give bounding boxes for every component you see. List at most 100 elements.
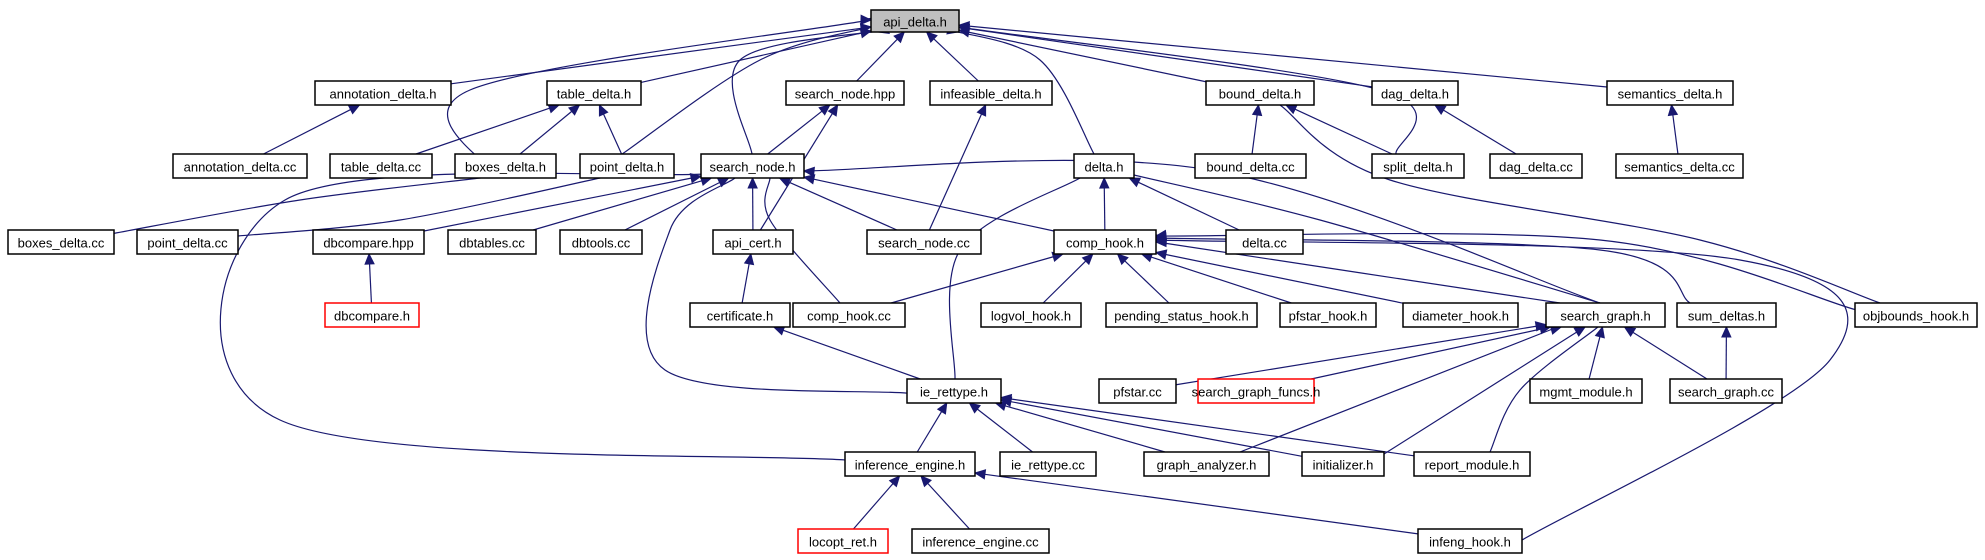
node-graph-analyzer-h[interactable]: graph_analyzer.h [1143, 451, 1270, 477]
node-search-graph-cc[interactable]: search_graph.cc [1669, 378, 1783, 404]
node-box [329, 153, 433, 179]
node-infeng-hook-h[interactable]: infeng_hook.h [1417, 528, 1523, 554]
node-annotation-delta-h[interactable]: annotation_delta.h [314, 80, 452, 106]
node-annotation-delta-cc[interactable]: annotation_delta.cc [172, 153, 308, 179]
node-api-delta-h[interactable]: api_delta.h [870, 9, 960, 33]
node-delta-h[interactable]: delta.h [1073, 153, 1135, 179]
node-box [980, 302, 1082, 328]
node-box [911, 528, 1050, 554]
node-dag-delta-cc[interactable]: dag_delta.cc [1489, 153, 1583, 179]
node-semantics-delta-h[interactable]: semantics_delta.h [1606, 80, 1734, 106]
node-table-delta-cc[interactable]: table_delta.cc [329, 153, 433, 179]
node-boxes-delta-h[interactable]: boxes_delta.h [454, 153, 557, 179]
node-box [1073, 153, 1135, 179]
dependency-edge-search_graph_funcs_h-to-search_graph_h [1311, 328, 1541, 380]
dependency-edge-inference_engine_cc-to-inference_engine_h [927, 482, 970, 530]
node-bound-delta-cc[interactable]: bound_delta.cc [1194, 153, 1307, 179]
dependency-edge-initializer_h-to-ie_rettype_h [1010, 401, 1303, 457]
node-initializer-h[interactable]: initializer.h [1301, 451, 1385, 477]
node-boxes-delta-cc[interactable]: boxes_delta.cc [7, 229, 115, 255]
dependency-edge-pending_status_hook_h-to-comp_hook_h [1124, 260, 1170, 304]
arrowhead-icon [1721, 325, 1732, 338]
node-box [844, 451, 976, 477]
node-diameter-hook-h[interactable]: diameter_hook.h [1402, 302, 1519, 328]
node-label: inference_engine.h [855, 458, 966, 473]
node-sum-deltas-h[interactable]: sum_deltas.h [1676, 302, 1777, 328]
dependency-edge-pfstar_hook_h-to-comp_hook_h [1150, 256, 1292, 304]
node-bound-delta-h[interactable]: bound_delta.h [1205, 80, 1315, 106]
node-search-node-h[interactable]: search_node.h [700, 153, 805, 179]
dependency-edge-mgmt_module_h-to-search_graph_h [1588, 336, 1601, 380]
node-search-graph-h[interactable]: search_graph.h [1545, 302, 1666, 328]
node-box [1105, 302, 1258, 328]
node-comp-hook-cc[interactable]: comp_hook.cc [792, 302, 906, 328]
node-label: infeasible_delta.h [940, 87, 1041, 102]
node-ie-rettype-h[interactable]: ie_rettype.h [906, 378, 1002, 404]
node-search-node-cc[interactable]: search_node.cc [866, 229, 982, 255]
dependency-edge-comp_hook_cc-to-comp_hook_h [890, 256, 1054, 304]
arrowhead-icon [1251, 103, 1263, 117]
node-point-delta-cc[interactable]: point_delta.cc [136, 229, 239, 255]
arrowhead-icon [973, 469, 987, 480]
arrowhead-icon [818, 104, 831, 116]
arrowhead-icon [743, 252, 755, 266]
dependency-edge-sum_deltas_h-to-comp_hook_h [1126, 236, 1691, 304]
node-box [689, 302, 791, 328]
arrowhead-icon [920, 475, 932, 488]
node-box [1402, 302, 1519, 328]
node-pfstar-cc[interactable]: pfstar.cc [1098, 378, 1177, 404]
node-point-delta-h[interactable]: point_delta.h [579, 153, 675, 179]
node-inference-engine-h[interactable]: inference_engine.h [844, 451, 976, 477]
node-box [447, 229, 537, 255]
node-label: api_cert.h [724, 236, 781, 251]
dependency-edge-search_node_cc-to-infeasible_delta_h [928, 113, 983, 231]
node-logvol-hook-h[interactable]: logvol_hook.h [980, 302, 1082, 328]
node-search-graph-funcs-h[interactable]: search_graph_funcs.h [1192, 378, 1321, 404]
arrowhead-icon [598, 103, 609, 117]
node-label: inference_engine.cc [922, 535, 1039, 550]
dependency-edge-ie_rettype_cc-to-ie_rettype_h [976, 408, 1033, 453]
dependency-edge-semantics_delta_h-to-api_delta_h [968, 25, 1608, 88]
node-certificate-h[interactable]: certificate.h [689, 302, 791, 328]
node-dbtools-cc[interactable]: dbtools.cc [559, 229, 643, 255]
arrowhead-icon [1623, 326, 1637, 338]
node-box [1143, 451, 1270, 477]
node-ie-rettype-cc[interactable]: ie_rettype.cc [999, 451, 1097, 477]
node-box [1053, 229, 1157, 255]
node-mgmt-module-h[interactable]: mgmt_module.h [1529, 378, 1643, 404]
node-comp-hook-h[interactable]: comp_hook.h [1053, 229, 1157, 255]
node-box [1615, 153, 1744, 179]
node-delta-cc[interactable]: delta.cc [1225, 229, 1304, 255]
node-pfstar-hook-h[interactable]: pfstar_hook.h [1279, 302, 1377, 328]
node-label: search_graph.cc [1678, 385, 1775, 400]
node-dbtables-cc[interactable]: dbtables.cc [447, 229, 537, 255]
node-label: table_delta.h [557, 87, 631, 102]
node-label: api_delta.h [883, 15, 947, 30]
node-label: comp_hook.cc [807, 309, 891, 324]
node-api-cert-h[interactable]: api_cert.h [712, 229, 794, 255]
node-box [1413, 451, 1531, 477]
node-report-module-h[interactable]: report_module.h [1413, 451, 1531, 477]
node-dbcompare-h[interactable]: dbcompare.h [324, 302, 420, 328]
node-dbcompare-hpp[interactable]: dbcompare.hpp [312, 229, 425, 255]
node-inference-engine-cc[interactable]: inference_engine.cc [911, 528, 1050, 554]
node-pending-status-hook-h[interactable]: pending_status_hook.h [1105, 302, 1258, 328]
node-semantics-delta-cc[interactable]: semantics_delta.cc [1615, 153, 1744, 179]
node-infeasible-delta-h[interactable]: infeasible_delta.h [929, 80, 1053, 106]
dependency-edge-search_node_h-to-search_node_hpp [767, 110, 823, 155]
node-split-delta-h[interactable]: split_delta.h [1371, 153, 1465, 179]
dependency-edge-semantics_delta_cc-to-semantics_delta_h [1672, 114, 1679, 155]
node-locopt-ret-h[interactable]: locopt_ret.h [797, 528, 889, 554]
node-box [797, 528, 889, 554]
dependency-edge-logvol_hook_h-to-comp_hook_h [1042, 260, 1087, 304]
node-label: dbcompare.hpp [323, 236, 413, 251]
node-box [1301, 451, 1385, 477]
node-box [546, 80, 642, 106]
node-box [1194, 153, 1307, 179]
node-search-node-hpp[interactable]: search_node.hpp [785, 80, 905, 106]
node-table-delta-h[interactable]: table_delta.h [546, 80, 642, 106]
node-label: boxes_delta.h [465, 160, 546, 175]
node-objbounds-hook-h[interactable]: objbounds_hook.h [1854, 302, 1978, 328]
dependency-edge-split_delta_h-to-bound_delta_h [1294, 108, 1393, 155]
node-dag-delta-h[interactable]: dag_delta.h [1371, 80, 1459, 106]
